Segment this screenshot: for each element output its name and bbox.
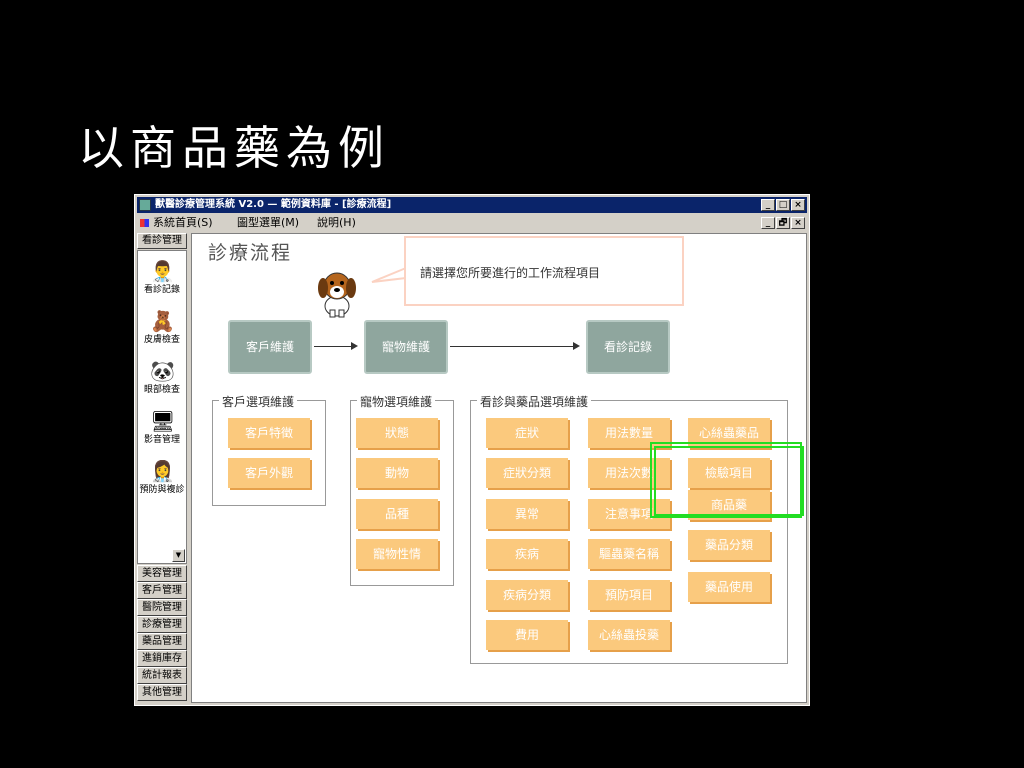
pet-options-group: 寵物選項維護 — [350, 393, 454, 586]
group-label: 看診與藥品選項維護 — [477, 393, 592, 410]
flow-arrow — [450, 342, 580, 350]
option-drug-usage[interactable]: 藥品使用 — [688, 572, 770, 602]
title-bar: 獸醫診療管理系統 V2.0 — 範例資料庫 - [診療流程] _ □ × — [137, 197, 807, 213]
sidebar-panel: 👨‍⚕️ 看診記錄 🧸 皮膚檢查 🐼 眼部檢查 🖥 影音管理 👩‍⚕️ 預防與複… — [137, 250, 187, 564]
prompt-bubble: 請選擇您所要進行的工作流程項目 — [404, 236, 684, 306]
category-customer[interactable]: 客戶管理 — [137, 582, 187, 599]
option-disease[interactable]: 疾病 — [486, 539, 568, 569]
category-beauty[interactable]: 美容管理 — [137, 565, 187, 582]
option-customer-features[interactable]: 客戶特徵 — [228, 418, 310, 448]
flow-customer-button[interactable]: 客戶維護 — [228, 320, 312, 374]
category-treatment[interactable]: 診療管理 — [137, 616, 187, 633]
option-heartworm-dosing[interactable]: 心絲蟲投藥 — [588, 620, 670, 650]
category-hospital[interactable]: 醫院管理 — [137, 599, 187, 616]
slide-title: 以商品藥為例 — [78, 121, 390, 175]
nurse-icon: 👩‍⚕️ — [150, 459, 175, 483]
option-fee[interactable]: 費用 — [486, 620, 568, 650]
window-title: 獸醫診療管理系統 V2.0 — 範例資料庫 - [診療流程] — [155, 199, 392, 210]
scroll-down-button[interactable]: ▼ — [172, 549, 185, 562]
prompt-text: 請選擇您所要進行的工作流程項目 — [420, 266, 601, 280]
bear-icon: 🧸 — [150, 309, 175, 333]
page-title: 診療流程 — [208, 242, 293, 264]
category-medicine[interactable]: 藥品管理 — [137, 633, 187, 650]
option-dosage-frequency[interactable]: 用法次數 — [588, 458, 670, 488]
option-pet-breed[interactable]: 品種 — [356, 499, 438, 529]
sidebar: 看診管理 👨‍⚕️ 看診記錄 🧸 皮膚檢查 🐼 眼部檢查 🖥 影音管理 👩‍⚕️… — [137, 233, 187, 703]
flow-visit-button[interactable]: 看診記錄 — [586, 320, 670, 374]
option-abnormality[interactable]: 異常 — [486, 499, 568, 529]
option-dosage-quantity[interactable]: 用法數量 — [588, 418, 670, 448]
category-reports[interactable]: 統計報表 — [137, 667, 187, 684]
option-heartworm-drug[interactable]: 心絲蟲藥品 — [688, 418, 770, 448]
flow-pet-button[interactable]: 寵物維護 — [364, 320, 448, 374]
option-symptom-category[interactable]: 症狀分類 — [486, 458, 568, 488]
sidebar-item-visit-record[interactable]: 👨‍⚕️ 看診記錄 — [138, 259, 186, 296]
panda-icon: 🐼 — [150, 359, 175, 383]
menu-graphic[interactable]: 圖型選單(M) — [237, 216, 300, 229]
dog-mascot-icon — [318, 272, 356, 318]
child-minimize-button[interactable]: _ — [761, 217, 775, 229]
option-pet-status[interactable]: 狀態 — [356, 418, 438, 448]
menu-bar: 系統首頁(S) 圖型選單(M) 說明(H) _ 🗗 × — [137, 215, 807, 231]
workflow-panel: 診療流程 請選擇您所要進行的工作流程項目 客戶維護 寵物維護 看診記錄 客戶選項… — [191, 233, 807, 703]
app-icon — [139, 199, 151, 211]
sidebar-item-label: 影音管理 — [143, 435, 180, 445]
minimize-button[interactable]: _ — [761, 199, 775, 211]
option-disease-category[interactable]: 疾病分類 — [486, 580, 568, 610]
sidebar-item-label: 看診記錄 — [143, 285, 180, 295]
option-customer-appearance[interactable]: 客戶外觀 — [228, 458, 310, 488]
customer-options-group: 客戶選項維護 — [212, 393, 326, 506]
sidebar-item-label: 預防與複診 — [139, 485, 185, 495]
sidebar-item-skin-check[interactable]: 🧸 皮膚檢查 — [138, 309, 186, 346]
option-pet-temperament[interactable]: 寵物性情 — [356, 539, 438, 569]
speech-tail — [371, 267, 407, 283]
option-test-item[interactable]: 檢驗項目 — [688, 458, 770, 488]
maximize-button[interactable]: □ — [776, 199, 790, 211]
option-symptom[interactable]: 症狀 — [486, 418, 568, 448]
document-icon — [140, 219, 149, 227]
category-inventory[interactable]: 進銷庫存 — [137, 650, 187, 667]
child-close-button[interactable]: × — [791, 217, 805, 229]
sidebar-header[interactable]: 看診管理 — [137, 233, 187, 249]
app-window: 獸醫診療管理系統 V2.0 — 範例資料庫 - [診療流程] _ □ × 系統首… — [134, 194, 810, 706]
flow-arrow — [314, 342, 358, 350]
option-drug-category[interactable]: 藥品分類 — [688, 530, 770, 560]
sidebar-item-eye-check[interactable]: 🐼 眼部檢查 — [138, 359, 186, 396]
medical-options-group: 看診與藥品選項維護 — [470, 393, 788, 664]
group-label: 客戶選項維護 — [219, 393, 298, 410]
close-button[interactable]: × — [791, 199, 805, 211]
child-restore-button[interactable]: 🗗 — [776, 217, 790, 229]
option-prevention-item[interactable]: 預防項目 — [588, 580, 670, 610]
option-dewormer-name[interactable]: 驅蟲藥名稱 — [588, 539, 670, 569]
highlight-box — [650, 442, 802, 518]
sidebar-item-media[interactable]: 🖥 影音管理 — [138, 409, 186, 446]
menu-home[interactable]: 系統首頁(S) — [153, 216, 213, 229]
sidebar-item-label: 眼部檢查 — [143, 385, 180, 395]
doctor-icon: 👨‍⚕️ — [150, 259, 175, 283]
sidebar-item-prevention[interactable]: 👩‍⚕️ 預防與複診 — [138, 459, 186, 496]
group-label: 寵物選項維護 — [357, 393, 436, 410]
category-other[interactable]: 其他管理 — [137, 684, 187, 701]
highlight-box-inner — [654, 446, 804, 516]
option-pet-animal[interactable]: 動物 — [356, 458, 438, 488]
sidebar-item-label: 皮膚檢查 — [143, 335, 180, 345]
monitor-icon: 🖥 — [150, 409, 176, 433]
menu-help[interactable]: 說明(H) — [317, 216, 356, 229]
